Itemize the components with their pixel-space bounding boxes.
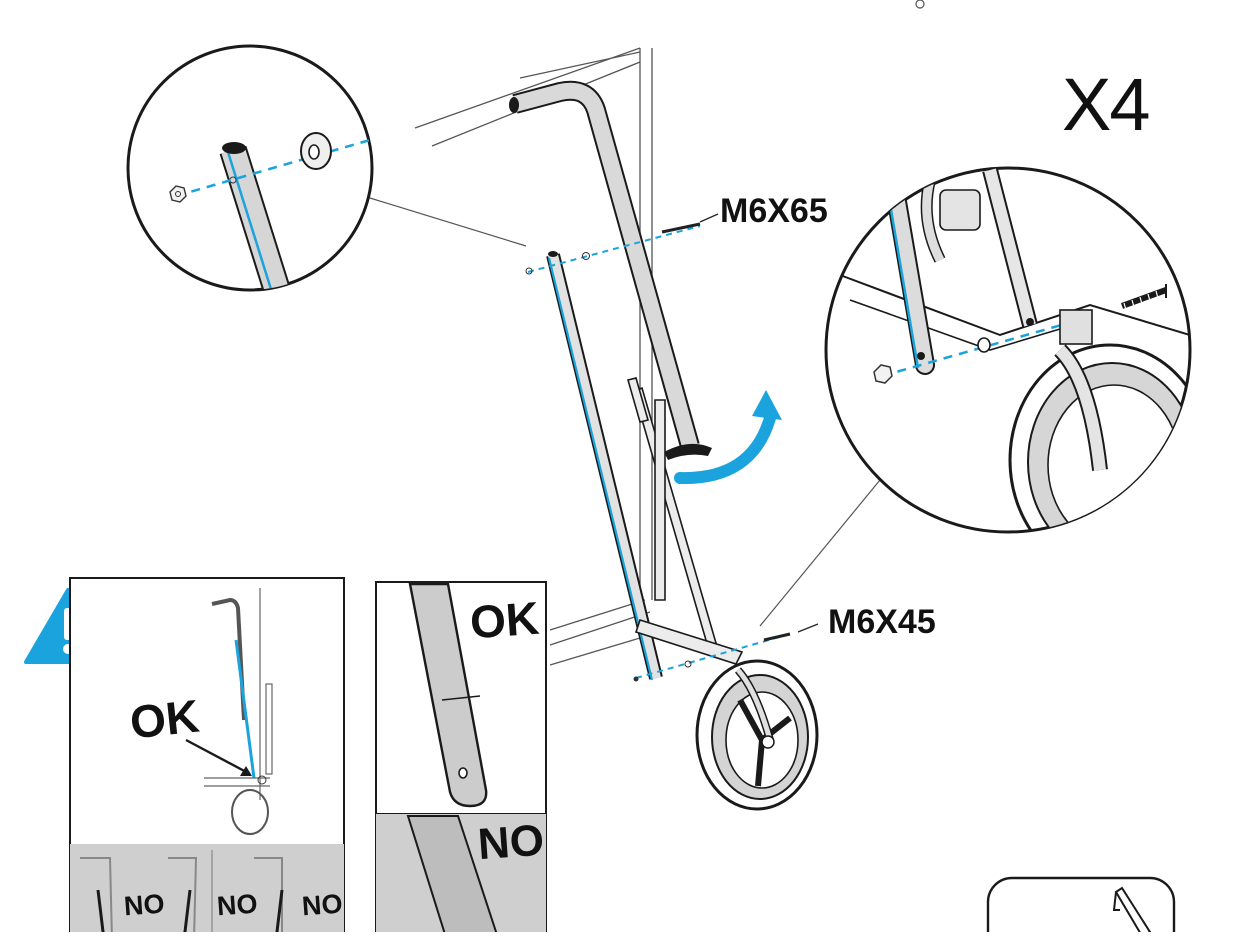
no-label-small: NO xyxy=(122,888,166,922)
screw-label-top: M6X65 xyxy=(720,192,828,230)
no-label-small: NO xyxy=(215,888,259,922)
detail-circle-top xyxy=(126,44,374,292)
detail-circle-right xyxy=(824,166,1192,534)
ok-label-left: OK xyxy=(127,689,202,749)
support-tube xyxy=(546,251,663,681)
side-frame xyxy=(627,377,744,665)
frame-outline xyxy=(414,47,653,666)
handle-tube xyxy=(509,80,712,460)
panel-correct-position xyxy=(69,577,345,937)
callout-leaders xyxy=(369,197,881,627)
curved-arrow-icon xyxy=(674,390,782,485)
quantity-multiplier: X4 xyxy=(1062,63,1151,146)
no-label-small: NO xyxy=(300,888,344,922)
hardware-top xyxy=(525,213,719,275)
top-fragment xyxy=(915,0,925,9)
panel-tube-orientation xyxy=(375,581,547,937)
screw-label-bottom: M6X45 xyxy=(828,603,936,641)
ok-label-middle: OK xyxy=(468,591,541,649)
front-wheel xyxy=(695,659,819,811)
no-label-middle: NO xyxy=(476,815,546,870)
hardware-bottom xyxy=(633,623,819,682)
tool-panel xyxy=(986,876,1176,937)
